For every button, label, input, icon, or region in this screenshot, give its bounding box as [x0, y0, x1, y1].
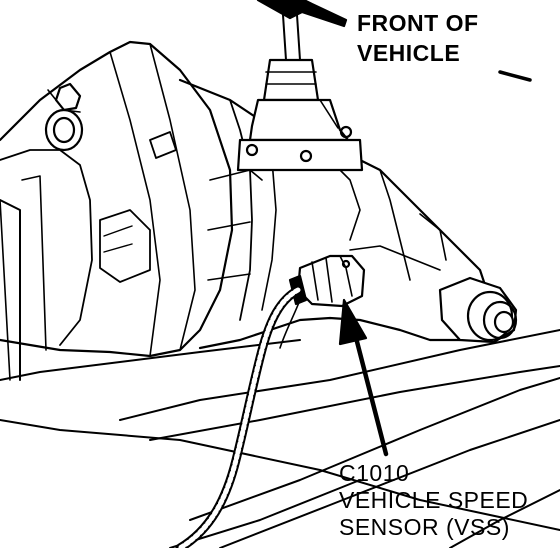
front-of-vehicle-label-line1: FRONT OF	[357, 10, 479, 36]
vss-connector	[288, 254, 366, 308]
sensor-name-label-line1: VEHICLE SPEED	[339, 487, 529, 513]
output-flange	[438, 276, 518, 344]
wire-harness	[175, 285, 303, 553]
sensor-name-label-line2: SENSOR (VSS)	[339, 514, 510, 540]
front-of-vehicle-label-line2: VEHICLE	[357, 40, 461, 66]
bell-housing	[0, 40, 234, 381]
shift-tower	[236, 0, 364, 172]
connector-id-label: C1010	[339, 460, 410, 486]
front-direction-arrow	[256, 0, 348, 28]
vss-pointer-arrow	[338, 298, 389, 457]
separator-mark	[498, 70, 532, 82]
floor-pan	[0, 199, 560, 549]
